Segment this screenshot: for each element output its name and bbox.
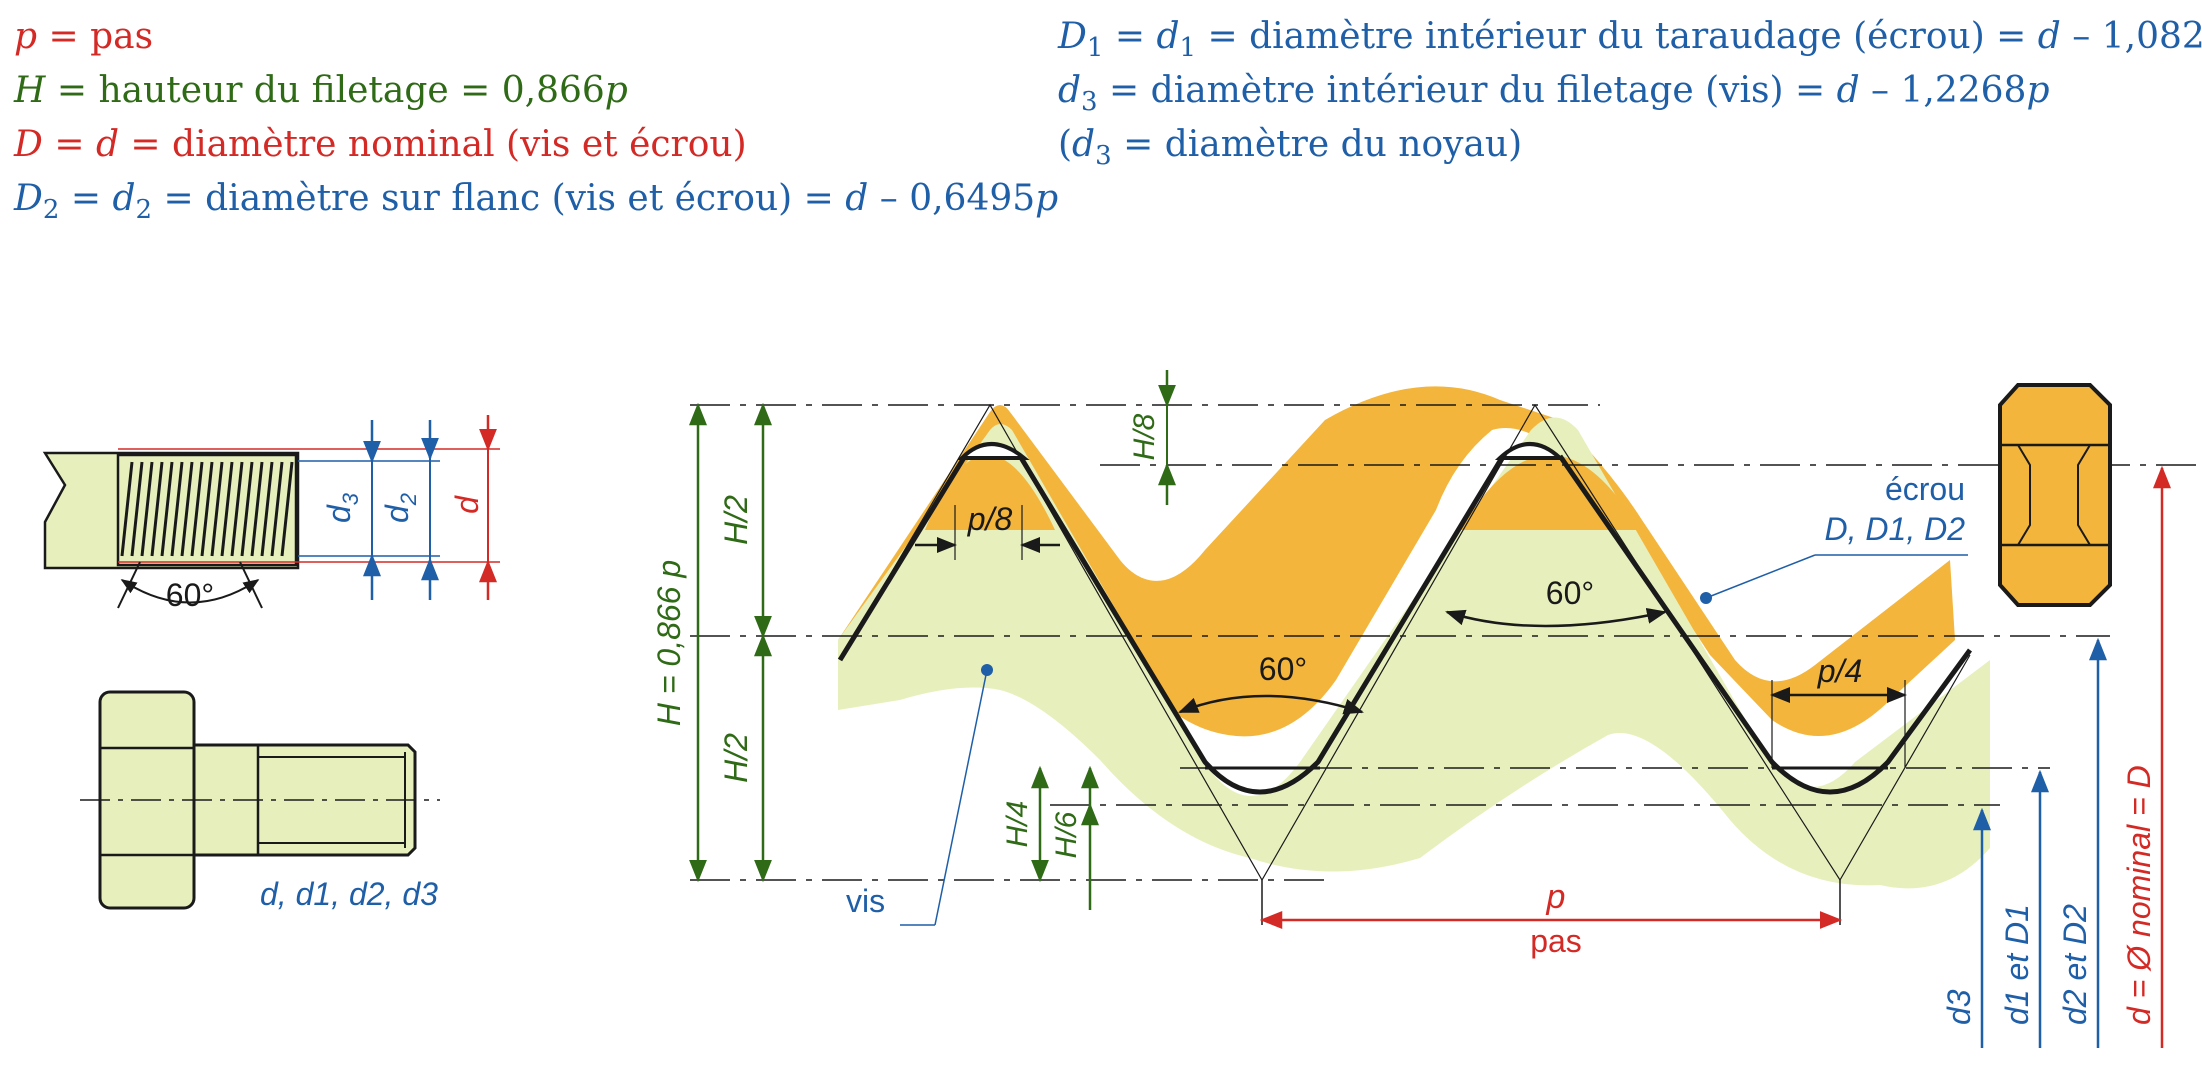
bottom-d2-label: d2 et D2 [2057,904,2093,1025]
nut-dims-label: D, D1, D2 [1825,511,1966,547]
H6-label: H/6 [1050,811,1083,858]
p8-label: p/8 [967,501,1013,537]
nut-label: écrou [1885,471,1965,507]
diameter-arrows: d3 d1 et D1 d2 et D2 d = Ø nominal = D [1941,465,2171,1048]
bolt-side-view: d3 d2 d 60° [42,415,500,613]
bottom-d1-label: d1 et D1 [1999,904,2035,1025]
bolt-d-label: d [449,495,485,514]
bolt-d3-label: d3 [321,492,363,523]
p4-label: p/4 [1817,653,1862,689]
bottom-d-label: d = Ø nominal = D [2121,765,2157,1025]
angle-top-label: 60° [1546,575,1594,611]
screw-marker-dot [981,664,993,676]
pitch-word: pas [1530,923,1582,959]
hex-bolt-view: d, d1, d2, d3 [80,690,440,912]
legend-left: p = pas H = hauteur du filetage = 0,866p… [14,10,1058,226]
bolt-d2-label: d2 [379,493,421,523]
H8-label: H/8 [1128,413,1161,460]
H-half-bottom-label: H/2 [718,733,754,783]
legend-minor-diameter-nut: D1 = d1 = diamètre intérieur du taraudag… [1058,16,2202,63]
hex-bolt-caption: d, d1, d2, d3 [260,876,438,912]
height-dimensions: H = 0,866 p H/2 H/2 H/8 H/4 H/6 [651,370,1176,910]
bolt-angle-label: 60° [166,577,214,613]
legend-core-diameter: (d3 = diamètre du noyau) [1058,124,1523,171]
nut-marker-dot [1700,592,1712,604]
nut-hex-view [1998,383,2112,607]
pitch-symbol: p [1546,878,1566,916]
legend-nominal-diameter: D = d = diamètre nominal (vis et écrou) [14,124,747,165]
legend-thread-height: H = hauteur du filetage = 0,866p [14,70,628,111]
legend-flank-diameter: D2 = d2 = diamètre sur flanc (vis et écr… [14,178,1059,225]
profile-dimensions: p/8 p/4 60° 60° [915,501,1907,715]
H-total-label: H = 0,866 p [651,560,687,726]
legend-right: D1 = d1 = diamètre intérieur du taraudag… [1058,10,2202,172]
H4-label: H/4 [1001,801,1034,848]
angle-mid-label: 60° [1259,651,1307,687]
bottom-d3-label: d3 [1941,989,1977,1025]
part-labels: écrou D, D1, D2 vis [846,471,1968,926]
legend-minor-diameter-screw: d3 = diamètre intérieur du filetage (vis… [1058,70,2050,117]
pitch-dimension: p pas [1259,878,1843,959]
thread-profile [690,386,2202,925]
H-half-top-label: H/2 [718,495,754,545]
legend-pitch: p = pas [14,16,154,57]
screw-label: vis [846,883,885,919]
